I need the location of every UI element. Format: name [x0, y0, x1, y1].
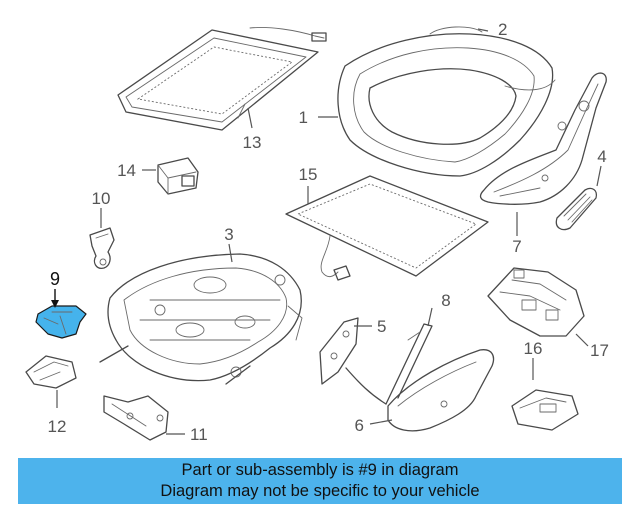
- part-5-plate: [319, 317, 359, 385]
- part-14-control-module: [157, 157, 199, 195]
- callout-1: 1: [299, 108, 308, 127]
- callout-8: 8: [441, 291, 450, 310]
- part-6-side-trim: [387, 349, 495, 432]
- callout-16: 16: [524, 339, 543, 358]
- part-13-seat-pad-sensor: [117, 27, 327, 131]
- parts-diagram: 1 2 3 4 5 6 7 8 9 10 11 12 13 14 15 16 1…: [25, 20, 609, 444]
- callout-9-arrowhead: [51, 300, 59, 308]
- part-17-adjuster-assembly: [487, 267, 585, 337]
- callout-2: 2: [498, 20, 507, 39]
- callout-17: 17: [590, 341, 609, 360]
- part-7-side-shield: [479, 72, 607, 205]
- info-banner: Part or sub-assembly is #9 in diagram Di…: [18, 458, 622, 504]
- callout-4: 4: [597, 147, 606, 166]
- part-15-seat-heater-mat: [285, 175, 489, 281]
- callout-12: 12: [48, 417, 67, 436]
- callout-7: 7: [512, 237, 521, 256]
- part-2-cushion-trim-cover: [337, 26, 556, 177]
- part-9-shape: [35, 305, 87, 339]
- part-9-highlighted: [35, 305, 87, 339]
- leader-lines: [51, 28, 602, 435]
- callout-11: 11: [190, 425, 208, 444]
- callout-10: 10: [92, 189, 111, 208]
- callout-9: 9: [50, 269, 60, 289]
- part-11-bracket: [103, 395, 169, 441]
- part-16-switch-module: [511, 389, 579, 431]
- banner-line-1: Part or sub-assembly is #9 in diagram: [181, 461, 459, 479]
- part-10-bracket: [89, 227, 115, 269]
- callout-5: 5: [377, 317, 386, 336]
- callout-15: 15: [299, 165, 318, 184]
- banner-line-2: Diagram may not be specific to your vehi…: [160, 482, 480, 500]
- callout-13: 13: [243, 133, 262, 152]
- callout-labels: 1 2 3 4 5 6 7 8 9 10 11 12 13 14 15 16 1…: [48, 20, 609, 444]
- callout-6: 6: [355, 416, 364, 435]
- callout-3: 3: [224, 225, 233, 244]
- part-4-trim-clip: [555, 187, 598, 231]
- part-12-clip: [25, 355, 77, 389]
- part-3-seat-frame: [99, 253, 303, 385]
- part-8-wire-harness: [345, 323, 433, 405]
- callout-14: 14: [117, 161, 136, 180]
